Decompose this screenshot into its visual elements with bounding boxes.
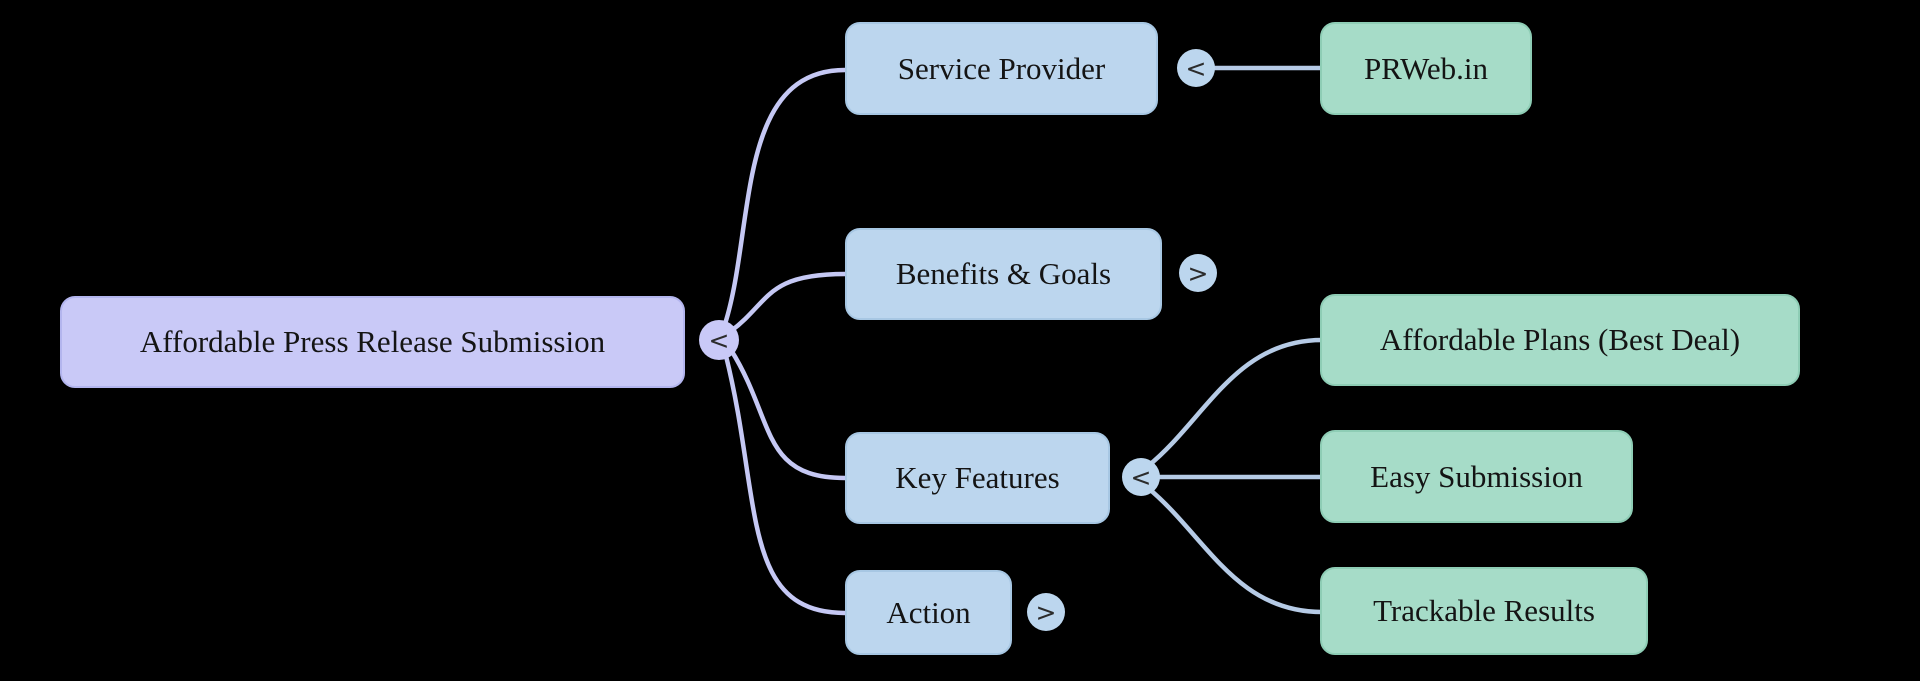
node-affordable-plans-label: Affordable Plans (Best Deal) bbox=[1379, 322, 1741, 357]
expand-toggle-action[interactable]: > bbox=[1027, 593, 1065, 631]
edge-root-to-action bbox=[723, 353, 848, 616]
edge-root-to-benefits-goals bbox=[728, 271, 848, 334]
node-easy-submission-label: Easy Submission bbox=[1370, 458, 1583, 494]
mindmap-node-affordable-plans[interactable]: Affordable Plans (Best Deal) bbox=[1320, 294, 1800, 386]
collapse-toggle-key-features[interactable]: < bbox=[1122, 458, 1160, 496]
expand-toggle-benefits-goals[interactable]: > bbox=[1179, 254, 1217, 292]
mindmap-node-trackable-results[interactable]: Trackable Results bbox=[1320, 567, 1648, 655]
mindmap-node-root[interactable]: Affordable Press Release Submission bbox=[60, 296, 685, 388]
collapse-toggle-root[interactable]: < bbox=[699, 320, 739, 360]
mindmap-node-action[interactable]: Action bbox=[845, 570, 1012, 655]
mindmap-node-key-features[interactable]: Key Features bbox=[845, 432, 1110, 524]
chevron-right-icon: > bbox=[1035, 597, 1057, 627]
edge-root-to-key-features bbox=[728, 347, 848, 481]
node-prweb-label: PRWeb.in bbox=[1363, 50, 1489, 86]
edge-key-features-to-affordable-plans bbox=[1145, 337, 1325, 469]
node-action-label: Action bbox=[886, 594, 971, 630]
node-key-features-label: Key Features bbox=[895, 460, 1060, 495]
edge-key-features-to-trackable-results bbox=[1145, 485, 1325, 615]
node-benefits-goals-label: Benefits & Goals bbox=[895, 256, 1112, 291]
chevron-left-icon: < bbox=[708, 325, 730, 355]
node-root-label: Affordable Press Release Submission bbox=[139, 324, 606, 359]
chevron-left-icon: < bbox=[1185, 53, 1207, 83]
chevron-right-icon: > bbox=[1187, 258, 1209, 288]
collapse-toggle-service-provider[interactable]: < bbox=[1177, 49, 1215, 87]
node-service-provider-label: Service Provider bbox=[897, 50, 1106, 86]
mindmap-node-prweb[interactable]: PRWeb.in bbox=[1320, 22, 1532, 115]
chevron-left-icon: < bbox=[1130, 462, 1152, 492]
mindmap-node-easy-submission[interactable]: Easy Submission bbox=[1320, 430, 1633, 523]
edge-root-to-service-provider bbox=[722, 67, 848, 327]
mindmap-node-service-provider[interactable]: Service Provider bbox=[845, 22, 1158, 115]
node-trackable-results-label: Trackable Results bbox=[1373, 593, 1595, 628]
mindmap-node-benefits-goals[interactable]: Benefits & Goals bbox=[845, 228, 1162, 320]
